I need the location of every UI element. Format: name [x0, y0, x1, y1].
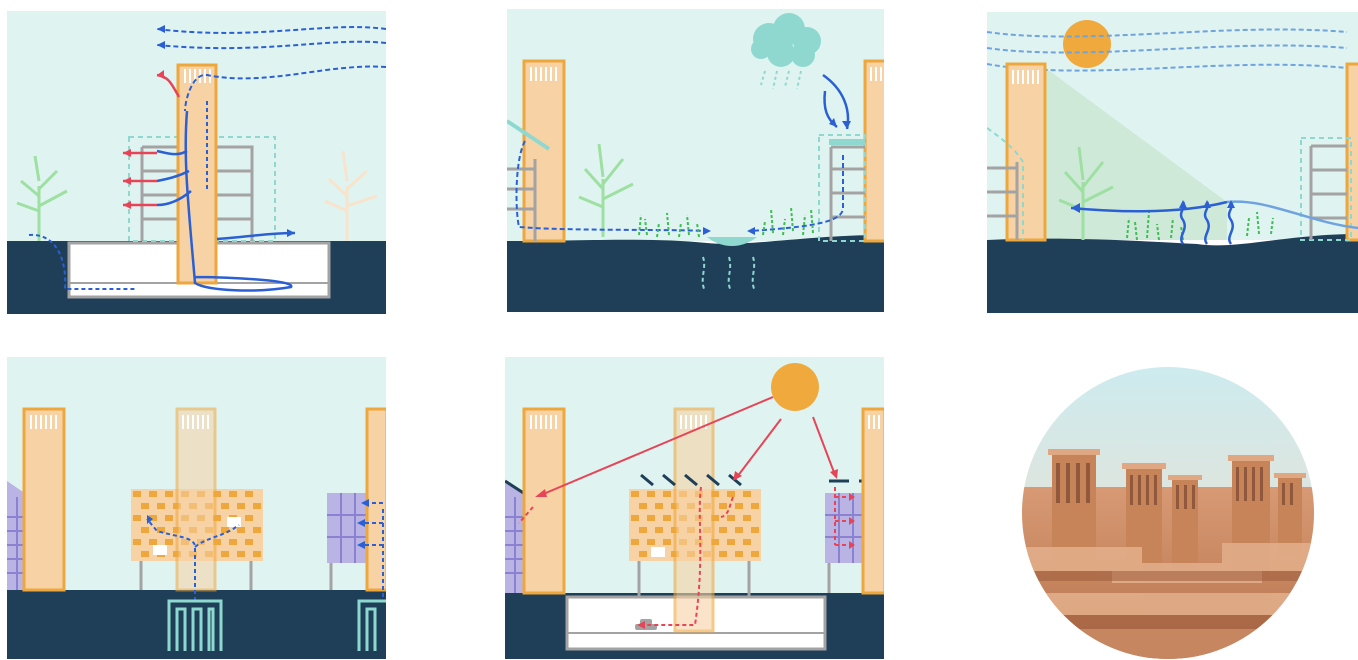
ventilation-svg — [7, 11, 386, 314]
panel-solar-shading-diagram — [505, 357, 884, 659]
windcatcher-tower — [1007, 64, 1045, 240]
windcatcher-tower — [24, 409, 64, 590]
rainwater-svg — [507, 9, 884, 312]
panel-rainwater-diagram — [507, 9, 884, 312]
ground — [507, 235, 884, 312]
evaporation-svg — [987, 12, 1358, 313]
ground — [987, 234, 1358, 313]
photo-svg — [1022, 367, 1314, 659]
sun-icon — [1063, 20, 1111, 68]
panel-evaporative-cooling-diagram — [987, 12, 1358, 313]
panel-ground-cooling-diagram — [7, 357, 386, 659]
solar-shading-svg — [505, 357, 884, 659]
ground-cooling-svg — [7, 357, 386, 659]
yazd-windcatchers-photo — [1022, 367, 1314, 659]
sun-icon — [771, 363, 819, 411]
windcatcher-tower — [524, 409, 564, 593]
windcatcher-tower — [524, 61, 564, 241]
panel-ventilation-diagram — [7, 11, 386, 314]
